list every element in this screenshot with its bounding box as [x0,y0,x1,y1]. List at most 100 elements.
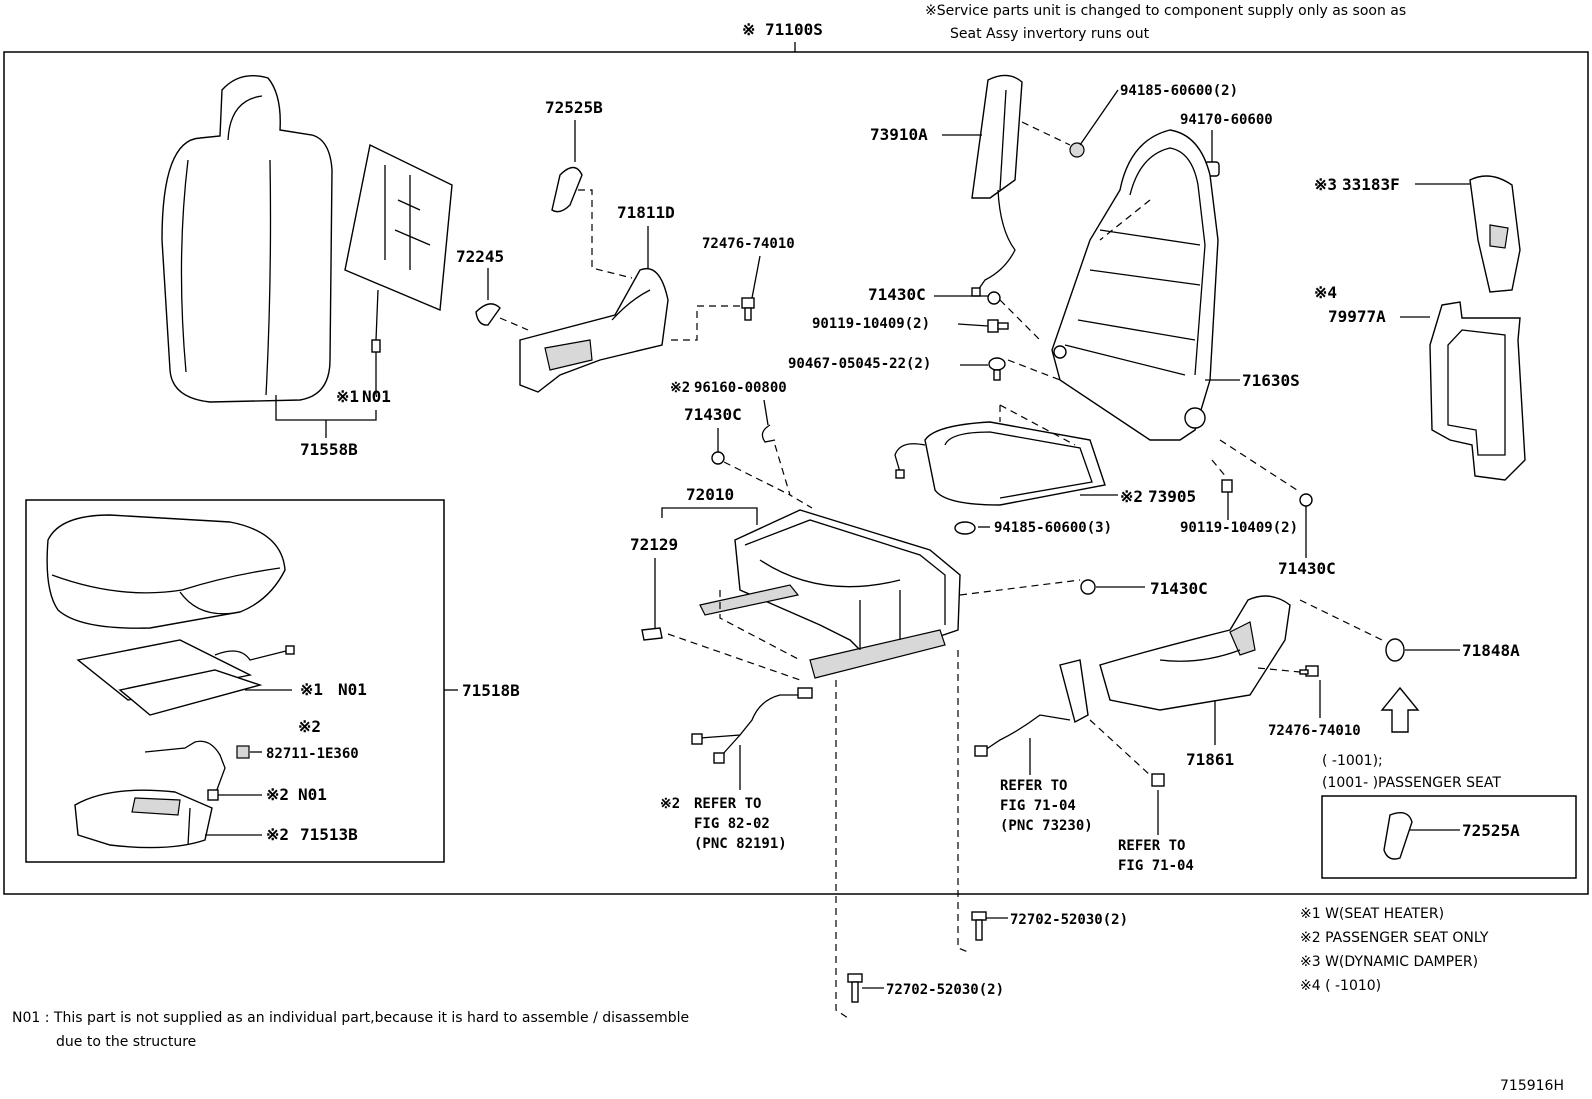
ref71a-line3: (PNC 73230) [1000,818,1093,834]
legend-line1: ※1 W(SEAT HEATER) [1300,906,1444,922]
part-73910A-label: 73910A [870,125,928,144]
n01-sensor-label: N01 [298,785,327,804]
part-72525B-label: 72525B [545,98,603,117]
lever-72245 [475,303,501,326]
p96160-mark: ※2 [670,380,690,396]
seat-side-cover [1099,595,1291,711]
passenger-box-line1: ( -1001); [1322,753,1383,769]
bolt-71430C-c [1299,493,1313,507]
part-72702-b-label: 72702-52030(2) [886,982,1004,998]
footnote-line1: N01 : This part is not supplied as an in… [12,1010,689,1026]
part-71430C-c-label: 71430C [1278,559,1336,578]
clip-96160 [761,424,776,443]
screw-72476-bottom [1299,665,1319,677]
cushion-pad [74,789,213,849]
part-82711-label: 82711-1E360 [266,746,359,762]
part-72476-74010-bot-label: 72476-74010 [1268,723,1361,739]
part-94185-60600-2-label: 94185-60600(2) [1120,83,1238,99]
part-71861-label: 71861 [1186,750,1234,769]
passenger-knob-box [1321,795,1577,879]
part-71430C-b-label: 71430C [684,405,742,424]
bolt-90119-a [987,319,1009,333]
seat-track-frame [641,509,961,679]
part-72245-label: 72245 [456,247,504,266]
part-71811D-label: 71811D [617,203,675,222]
nut-94185-top [1069,142,1085,158]
part-90467-label: 90467-05045-22(2) [788,356,931,372]
part-90119-10409-2-a-label: 90119-10409(2) [812,316,930,332]
ref82-line2: FIG 82-02 [694,816,770,832]
seatback-frame [1051,129,1219,441]
bolt-71430C-a [987,291,1001,305]
part-94170-60600-label: 94170-60600 [1180,112,1273,128]
dynamic-damper [1469,175,1521,293]
sensor-harness [144,740,250,801]
legend-line3: ※3 W(DYNAMIC DAMPER) [1300,954,1478,970]
bolt-90119-b [1221,479,1233,493]
part-72476-74010-top-label: 72476-74010 [702,236,795,252]
part-71558B-label: 71558B [300,440,358,459]
cushion-panel [894,404,1106,506]
part-33183F-label: 33183F [1342,175,1400,194]
screw-72476-top [741,297,755,321]
part-94185-60600-3-label: 94185-60600(3) [994,520,1112,536]
p71513B-mark: ※2 [266,825,289,844]
recliner-knob [551,166,583,213]
seatback-pad [1429,301,1526,481]
p82711-mark: ※2 [298,717,321,736]
figure-code: 715916H [1500,1078,1564,1094]
bolt-buckle [1151,773,1165,787]
part-96160-00800-label: 96160-00800 [694,380,787,396]
seat-cushion-cover [46,514,286,629]
header-note-line2: Seat Assy invertory runs out [950,26,1150,42]
side-airbag [971,74,1023,297]
cap-71848A [1385,638,1405,662]
header-note-line1: ※Service parts unit is changed to compon… [925,3,1406,19]
part-71430C-d-label: 71430C [1150,579,1208,598]
knob-72525A [1383,812,1413,860]
part-90119-10409-2-b-label: 90119-10409(2) [1180,520,1298,536]
harness-82191 [691,687,813,764]
p33183F-mark: ※3 [1314,175,1337,194]
cushion-subbox [25,499,445,863]
part-71513B-label: 71513B [300,825,358,844]
seatback-cover [161,75,333,403]
n01-top-mark: ※1 [336,387,359,406]
ref82-line1: REFER TO [694,796,761,812]
ref71a-line2: FIG 71-04 [1000,798,1076,814]
part-71518B-label: 71518B [462,681,520,700]
up-arrow [1380,686,1420,733]
bolt-71430C-b [711,451,725,465]
part-72702-a-label: 72702-52030(2) [1010,912,1128,928]
footnote-line2: due to the structure [56,1034,196,1050]
part-71848A-label: 71848A [1462,641,1520,660]
ref71b-line2: FIG 71-04 [1118,858,1194,874]
seat-belt-buckle [974,659,1089,757]
part-73905-label: 73905 [1148,487,1196,506]
assembly-label: ※ 71100S [742,20,823,39]
bolt-71430C-d [1080,579,1096,595]
n01-top-label: N01 [362,387,391,406]
seatback-heater-element [344,143,453,353]
part-71630S-label: 71630S [1242,371,1300,390]
n01-heater-label: N01 [338,680,367,699]
part-72129-label: 72129 [630,535,678,554]
cushion-heater-element [76,639,295,716]
p79977A-mark: ※4 [1314,283,1337,302]
ref71a-line1: REFER TO [1000,778,1067,794]
seat-side-shield [519,268,669,393]
legend-line4: ※4 ( -1010) [1300,978,1381,994]
part-72525A-label: 72525A [1462,821,1520,840]
main-frame [3,51,1589,895]
ref71b-line1: REFER TO [1118,838,1185,854]
n01-sensor-mark: ※2 [266,785,289,804]
nut-94185-bottom [954,521,976,535]
legend-line2: ※2 PASSENGER SEAT ONLY [1300,930,1489,946]
bolt-72702-a [971,911,987,941]
bolt-72702-b [847,973,863,1003]
part-79977A-label: 79977A [1328,307,1386,326]
ref82-line3: (PNC 82191) [694,836,787,852]
n01-heater-mark: ※1 [300,680,323,699]
ref82-mark: ※2 [660,796,680,812]
